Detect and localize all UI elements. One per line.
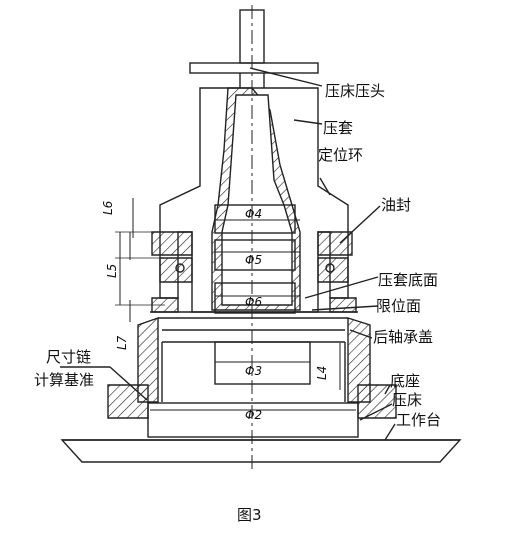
label-press-head: 压床压头: [325, 82, 385, 100]
bore-phi3: [214, 341, 311, 385]
label-base: 底座: [390, 372, 420, 390]
label-sleeve-bottom: 压套底面: [378, 271, 438, 289]
dim-phi2: Φ2: [245, 408, 262, 422]
dim-L7: L7: [115, 335, 129, 350]
bearing-cover-left-wall: [137, 317, 159, 403]
label-press: 压床: [392, 391, 422, 409]
bearing-cover-right-wall: [347, 317, 371, 403]
label-worktable: 工作台: [396, 411, 441, 429]
dim-L6: L6: [101, 200, 115, 215]
worktable: [60, 439, 462, 463]
figure-caption: 图3: [237, 506, 262, 524]
label-press-sleeve: 压套: [323, 119, 353, 137]
press-head-plate: [189, 62, 319, 74]
label-rear-bearing-cover: 后轴承盖: [373, 328, 433, 346]
label-locating-ring: 定位环: [318, 146, 363, 164]
press-sleeve-outline: [159, 87, 349, 313]
label-limit-face: 限位面: [376, 297, 421, 315]
label-oil-seal: 油封: [381, 196, 411, 214]
dim-L4: L4: [315, 366, 329, 380]
bore-phi6: [214, 282, 296, 314]
dim-phi5: Φ5: [245, 253, 262, 267]
dim-phi6: Φ6: [245, 295, 262, 309]
dim-phi3: Φ3: [245, 364, 262, 378]
label-calc-datum: 计算基准: [34, 371, 94, 389]
bottom-block: [147, 402, 359, 438]
label-dimension-chain: 尺寸链: [46, 348, 91, 366]
dim-phi4: Φ4: [245, 207, 262, 221]
bore-phi4: [214, 204, 296, 234]
locating-ring-left: [151, 231, 193, 256]
bore-phi5: [214, 239, 296, 271]
locating-ring-right: [317, 231, 353, 256]
dim-L5: L5: [105, 264, 119, 278]
